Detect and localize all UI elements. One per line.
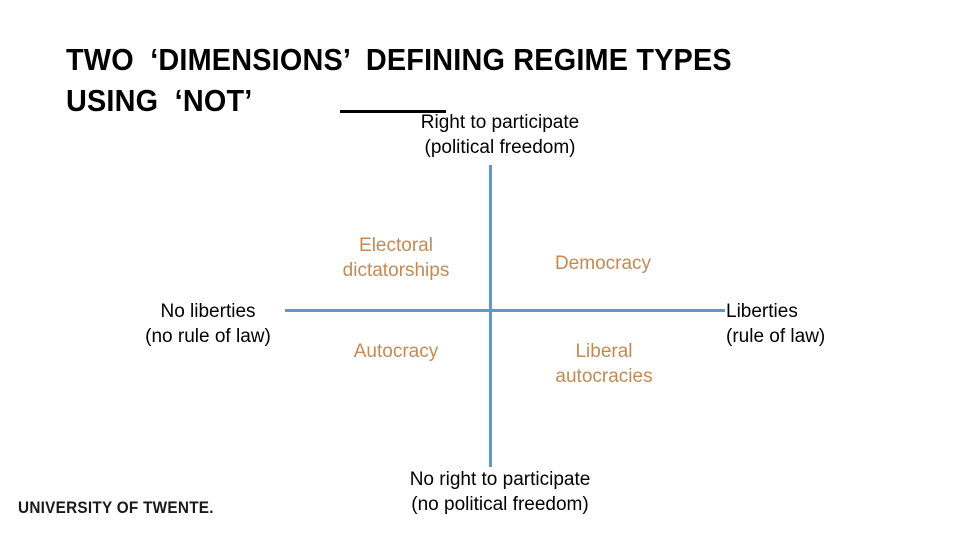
horizontal-axis-line: [285, 309, 725, 312]
quadrant-label-bottom-right: Liberal autocracies: [555, 341, 653, 388]
axis-label-bottom: No right to participate (no political fr…: [409, 469, 591, 516]
vertical-axis-line: [489, 165, 492, 467]
quadrant-label-top-right: Democracy: [554, 253, 652, 274]
quadrant-label-top-left: Electoral dictatorships: [342, 235, 450, 282]
axis-label-left: No liberties (no rule of law): [145, 301, 271, 348]
axis-label-top: Right to participate (political freedom): [420, 112, 580, 159]
axis-label-right: Liberties (rule of law): [726, 301, 826, 348]
title-not-underline: [340, 110, 446, 113]
university-of-twente-logo: UNIVERSITY OF TWENTE.: [18, 498, 214, 517]
page-title: TWO ‘DIMENSIONS’ DEFINING REGIME TYPES U…: [66, 42, 741, 118]
quadrant-label-bottom-left: Autocracy: [353, 341, 439, 362]
